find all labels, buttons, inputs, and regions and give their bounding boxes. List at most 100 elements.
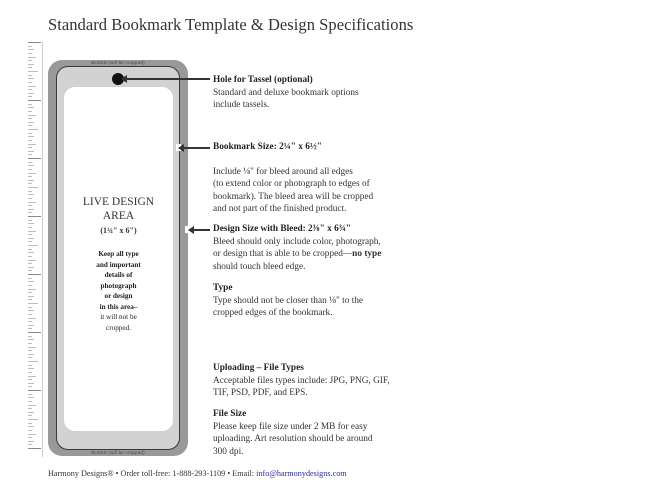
note-line: details of bbox=[104, 271, 133, 279]
bleed-label-top: BLEED (will be cropped) bbox=[91, 60, 145, 65]
note-line: and important bbox=[96, 260, 141, 269]
ruler-tick bbox=[28, 194, 34, 196]
spec-heading: Bookmark Size: 2¼" x 6½" bbox=[213, 142, 322, 152]
ruler-tick bbox=[28, 158, 41, 159]
ruler-tick bbox=[28, 281, 34, 283]
ruler-tick bbox=[28, 448, 41, 449]
spec-text: TIF, PSD, PDF, and EPS. bbox=[213, 388, 308, 399]
ruler-tick bbox=[28, 386, 32, 388]
ruler-tick bbox=[28, 234, 32, 236]
ruler-tick bbox=[28, 426, 34, 428]
spec-text: Type should not be closer than ⅛" to the bbox=[213, 295, 364, 306]
spec-text: bookmark). The bleed area will be croppe… bbox=[213, 191, 374, 202]
ruler-tick bbox=[28, 313, 32, 315]
ruler-tick bbox=[28, 223, 34, 225]
spec-text: should touch bleed edge. bbox=[213, 261, 306, 272]
footer-email-link[interactable]: info@harmonydesigns.com bbox=[256, 469, 347, 478]
ruler-tick bbox=[28, 419, 38, 420]
spec-uploading: Uploading – File Types Acceptable files … bbox=[213, 362, 413, 400]
ruler-tick bbox=[28, 303, 38, 304]
live-area-note: Keep all type and important details of p… bbox=[64, 249, 173, 333]
ruler-line bbox=[42, 42, 43, 457]
ruler-tick bbox=[28, 382, 34, 384]
ruler-tick bbox=[28, 310, 34, 312]
ruler-tick bbox=[28, 168, 32, 170]
ruler-tick bbox=[28, 147, 32, 149]
ruler-tick bbox=[28, 45, 32, 47]
spec-text-emphasis: no type bbox=[352, 249, 382, 260]
note-line: Keep all type bbox=[98, 250, 139, 258]
footer-phone: Order toll-free: 1-888-293-1109 bbox=[120, 469, 226, 478]
spec-type: Type Type should not be closer than ⅛" t… bbox=[213, 282, 413, 320]
ruler-tick bbox=[28, 100, 41, 101]
ruler-tick bbox=[28, 49, 34, 51]
footer: Harmony Designs® • Order toll-free: 1-88… bbox=[48, 469, 347, 478]
footer-separator: • bbox=[225, 469, 233, 478]
spec-text: Acceptable files types include: JPG, PNG… bbox=[213, 375, 390, 386]
spec-heading: Type bbox=[213, 283, 233, 293]
ruler-tick bbox=[28, 324, 34, 326]
ruler-tick bbox=[28, 81, 32, 83]
ruler-tick bbox=[28, 161, 32, 163]
spec-heading: Design Size with Bleed: 2⅜" x 6¾" bbox=[213, 224, 351, 234]
ruler-tick bbox=[28, 266, 34, 268]
footer-email-label: Email: bbox=[232, 469, 257, 478]
ruler-tick bbox=[28, 179, 34, 181]
ruler-tick bbox=[28, 183, 32, 185]
ruler-tick bbox=[28, 339, 34, 341]
ruler-tick bbox=[28, 129, 38, 130]
ruler-tick bbox=[28, 52, 32, 54]
ruler-tick bbox=[28, 437, 32, 439]
ruler-tick bbox=[28, 132, 32, 134]
ruler-tick bbox=[28, 245, 38, 246]
spec-text: include tassels. bbox=[213, 100, 270, 111]
ruler-tick bbox=[28, 361, 38, 362]
spec-text: (to extend color or photograph to edges … bbox=[213, 179, 370, 190]
ruler-tick bbox=[28, 190, 32, 192]
ruler-tick bbox=[28, 176, 32, 178]
ruler-tick bbox=[28, 63, 34, 65]
ruler-tick bbox=[28, 85, 36, 87]
ruler-tick bbox=[28, 230, 36, 232]
spec-tassel: Hole for Tassel (optional) Standard and … bbox=[213, 74, 413, 112]
ruler-tick bbox=[28, 103, 32, 105]
ruler-tick bbox=[28, 346, 36, 348]
ruler-tick bbox=[28, 263, 32, 265]
ruler-tick bbox=[28, 255, 32, 257]
ruler-tick bbox=[28, 317, 36, 319]
ruler-tick bbox=[28, 433, 36, 435]
ruler-tick bbox=[28, 335, 32, 337]
ruler-tick bbox=[28, 121, 34, 123]
footer-separator: • bbox=[113, 469, 121, 478]
spec-text: Please keep file size under 2 MB for eas… bbox=[213, 421, 368, 432]
ruler-tick bbox=[28, 404, 36, 406]
spec-heading: Hole for Tassel (optional) bbox=[213, 75, 313, 85]
note-line: in this area– bbox=[99, 302, 138, 311]
spec-heading: File Size bbox=[213, 409, 247, 419]
ruler-tick bbox=[28, 415, 32, 417]
spec-heading: Uploading – File Types bbox=[213, 363, 304, 373]
ruler-tick bbox=[28, 110, 32, 112]
ruler-tick bbox=[28, 368, 34, 370]
spec-text: Standard and deluxe bookmark options bbox=[213, 87, 359, 98]
ruler-tick bbox=[28, 212, 32, 214]
ruler-tick bbox=[28, 143, 36, 145]
ruler-tick bbox=[28, 96, 32, 98]
spec-text-part: or design that is able to be cropped— bbox=[213, 249, 353, 260]
live-area-title: LIVE DESIGN AREA bbox=[64, 195, 173, 223]
ruler-tick bbox=[28, 270, 32, 272]
bookmark-size-arrow-icon bbox=[178, 144, 210, 152]
ruler-tick bbox=[28, 107, 34, 109]
ruler-tick bbox=[28, 408, 32, 410]
ruler-tick bbox=[28, 342, 32, 344]
spec-text: Bleed should only include color, photogr… bbox=[213, 236, 381, 247]
ruler-tick bbox=[28, 350, 32, 352]
ruler-tick bbox=[28, 292, 32, 294]
ruler-tick bbox=[28, 288, 36, 290]
live-design-area bbox=[64, 87, 173, 431]
ruler-tick bbox=[28, 440, 34, 442]
note-line: or design bbox=[104, 292, 133, 300]
ruler-tick bbox=[28, 241, 32, 243]
ruler-tick bbox=[28, 364, 32, 366]
spec-design-size: Design Size with Bleed: 2⅜" x 6¾" Bleed … bbox=[213, 223, 413, 273]
